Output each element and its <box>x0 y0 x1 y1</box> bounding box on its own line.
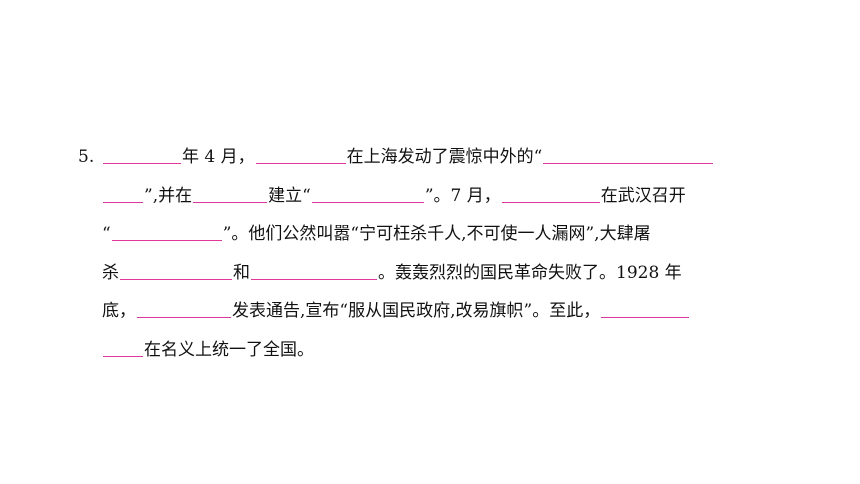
text-segment: 在名义上统一了全国。 <box>144 339 314 360</box>
answer-blank-victims-2[interactable] <box>251 261 377 280</box>
answer-blank-place[interactable] <box>193 184 268 203</box>
text-segment: 发表通告,宣布“服从国民政府,改易旗帜”。至此， <box>232 301 601 321</box>
question-line-4: 杀 和 。轰轰烈烈的国民革命失败了。1928 年 <box>78 254 782 293</box>
question-line-3: “ ”。他们公然叫嚣“宁可枉杀千人,不可使一人漏网”,大肆屠 <box>78 215 782 254</box>
text-segment: 底， <box>102 301 136 321</box>
question-line-5: 底， 发表通告,宣布“服从国民政府,改易旗帜”。至此， <box>78 292 782 331</box>
text-segment: 和 <box>233 262 250 283</box>
text-segment: ”。7 月， <box>424 185 501 206</box>
text-segment: 建立“ <box>268 185 311 206</box>
text-segment: 在上海发动了震惊中外的“ <box>346 147 543 167</box>
answer-blank-warlord[interactable] <box>137 299 231 318</box>
answer-blank-conference[interactable] <box>111 222 222 241</box>
answer-blank-regime-part1[interactable] <box>601 299 690 318</box>
text-segment: ”。他们公然叫嚣“宁可枉杀千人,不可使一人漏网”,大肆屠 <box>222 224 651 244</box>
answer-blank-year[interactable] <box>103 145 181 164</box>
text-segment: ”,并在 <box>144 185 193 206</box>
answer-blank-person[interactable] <box>501 184 600 203</box>
question-5: 5. 年 4 月， 在上海发动了震惊中外的“ ”,并在 建立“ ”。7 月， 在武汉召开… <box>78 138 782 369</box>
question-line-6: 在名义上统一了全国。 <box>78 331 782 370</box>
text-segment: 。轰轰烈烈的国民革命失败了。1928 年 <box>378 262 682 283</box>
text-segment: 年 4 月， <box>182 147 255 167</box>
answer-blank-victims-1[interactable] <box>120 261 232 280</box>
text-segment: 在武汉召开 <box>600 185 686 206</box>
answer-blank-instigator[interactable] <box>255 145 346 164</box>
text-segment: “ <box>102 224 111 244</box>
answer-blank-event-part2[interactable] <box>103 184 143 203</box>
answer-blank-regime-part2[interactable] <box>103 338 143 357</box>
answer-blank-event-part1[interactable] <box>543 145 714 164</box>
question-number: 5. <box>78 147 95 167</box>
question-line-1: 年 4 月， 在上海发动了震惊中外的“ <box>78 138 782 177</box>
answer-blank-government[interactable] <box>311 184 424 203</box>
question-line-2: ”,并在 建立“ ”。7 月， 在武汉召开 <box>78 177 782 216</box>
text-segment: 杀 <box>102 262 119 283</box>
